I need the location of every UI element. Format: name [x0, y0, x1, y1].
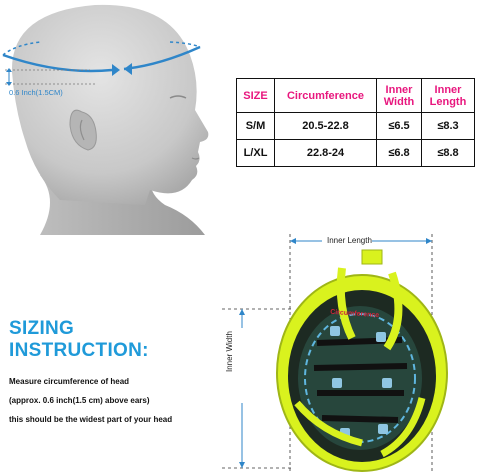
helmet-illustration: Circumference — [222, 234, 448, 472]
inner-width-label: Inner Width — [225, 331, 234, 372]
cell-inner-length: ≤8.8 — [421, 139, 475, 167]
header-size: SIZE — [236, 78, 275, 113]
table-header-row: SIZE Circumference Inner Width Inner Len… — [236, 78, 475, 113]
header-circumference: Circumference — [274, 78, 377, 113]
cell-circumference: 22.8-24 — [274, 139, 377, 167]
title-line-2: INSTRUCTION: — [9, 340, 149, 361]
header-inner-length: Inner Length — [421, 78, 475, 113]
size-chart-table: SIZE Circumference Inner Width Inner Len… — [236, 78, 475, 167]
title-line-1: SIZING — [9, 318, 75, 339]
header-inner-width: Inner Width — [376, 78, 422, 113]
table-row: S/M 20.5-22.8 ≤6.5 ≤8.3 — [236, 112, 475, 140]
cell-size: L/XL — [236, 139, 275, 167]
measure-height-label: 0.6 Inch(1.5CM) — [9, 88, 63, 97]
inner-length-label: Inner Length — [327, 236, 372, 245]
instruction-line: (approx. 0.6 inch(1.5 cm) above ears) — [9, 396, 150, 405]
head-illustration — [2, 4, 209, 235]
cell-size: S/M — [236, 112, 275, 140]
cell-inner-length: ≤8.3 — [421, 112, 475, 140]
cell-circumference: 20.5-22.8 — [274, 112, 377, 140]
cell-inner-width: ≤6.8 — [376, 139, 422, 167]
cell-inner-width: ≤6.5 — [376, 112, 422, 140]
instruction-line: Measure circumference of head — [9, 377, 130, 386]
table-row: L/XL 22.8-24 ≤6.8 ≤8.8 — [236, 139, 475, 167]
instruction-line: this should be the widest part of your h… — [9, 415, 173, 424]
sizing-instruction-title: SIZING INSTRUCTION: — [9, 318, 209, 362]
strap-text: Circumference — [330, 309, 379, 319]
